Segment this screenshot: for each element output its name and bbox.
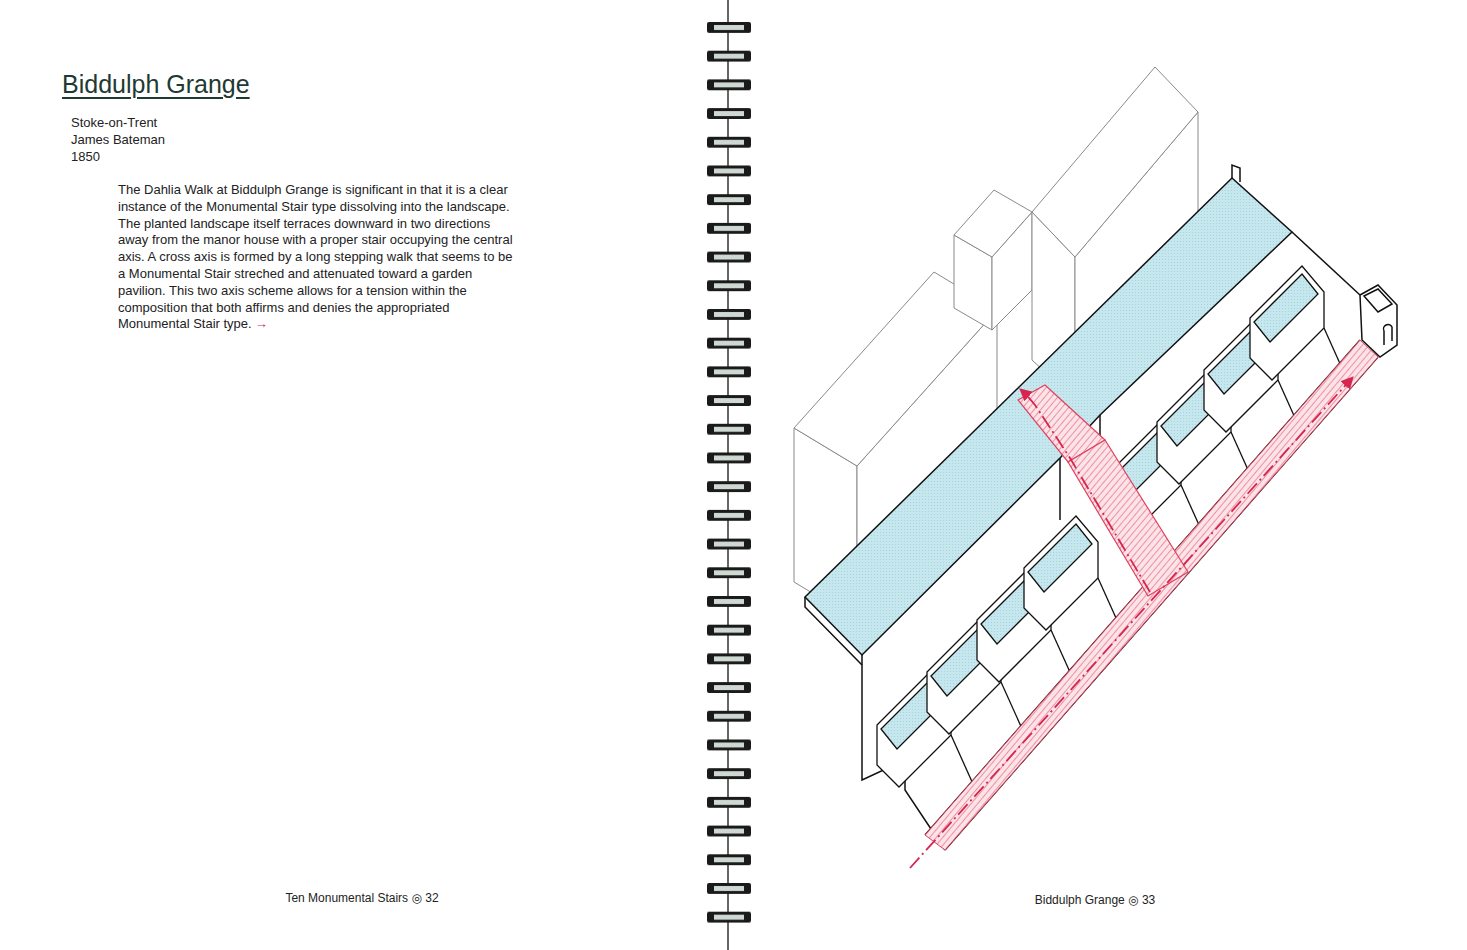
central-stair [1068, 440, 1188, 596]
stepping-walk [925, 340, 1378, 850]
central-axis [1021, 390, 1150, 592]
binding-coils [700, 10, 760, 930]
garden-pavilion [1360, 285, 1397, 357]
page-footer: Biddulph Grange ◎ 33 [1035, 893, 1156, 907]
body-text: The Dahlia Walk at Biddulph Grange is si… [118, 182, 513, 331]
location: Stoke-on-Trent [71, 114, 157, 131]
page-title: Biddulph Grange [62, 70, 250, 99]
upper-terrace [805, 178, 1292, 655]
terrace-cells [877, 266, 1324, 787]
year: 1850 [71, 148, 100, 165]
body-paragraph: The Dahlia Walk at Biddulph Grange is si… [118, 182, 518, 333]
designer: James Bateman [71, 131, 165, 148]
page-footer: Ten Monumental Stairs ◎ 32 [285, 891, 438, 905]
terrace-walls [805, 165, 1378, 850]
continue-arrow: → [255, 316, 268, 331]
partition-walls [951, 328, 1350, 803]
cross-axis [910, 378, 1352, 868]
